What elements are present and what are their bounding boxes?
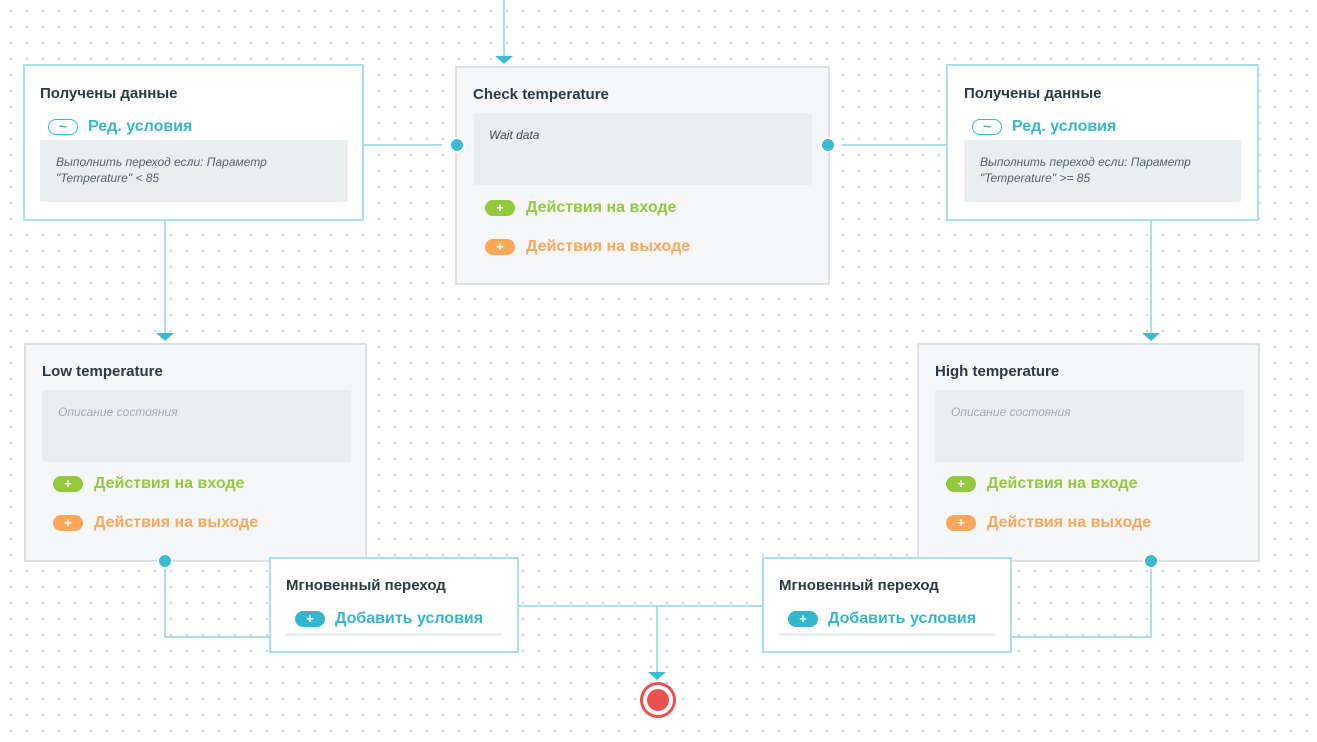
plus-icon[interactable]: + <box>946 515 976 531</box>
condition-area <box>779 633 995 636</box>
transition-title: Мгновенный переход <box>779 577 939 594</box>
edit-conditions-link[interactable]: Ред. условия <box>88 118 193 135</box>
entry-actions-link[interactable]: Действия на входе <box>987 475 1138 492</box>
transition-condition: Выполнить переход если: Параметр "Temper… <box>964 140 1241 202</box>
output-port-right[interactable] <box>820 137 836 153</box>
arrow-into-high <box>1142 333 1160 341</box>
plus-icon[interactable]: + <box>485 200 515 216</box>
state-description[interactable]: Wait data <box>474 113 812 185</box>
add-conditions-link[interactable]: Добавить условия <box>335 610 484 627</box>
edit-conditions-link[interactable]: Ред. условия <box>1012 118 1117 135</box>
transition-left[interactable]: Получены данные ~ Ред. условия Выполнить… <box>23 64 364 221</box>
instant-transition-right[interactable]: Мгновенный переход + Добавить условия <box>762 557 1012 653</box>
exit-actions-link[interactable]: Действия на выходе <box>526 238 691 255</box>
output-port-low[interactable] <box>157 553 173 569</box>
state-description[interactable]: Описание состояния <box>42 390 351 462</box>
tilde-icon[interactable]: ~ <box>972 119 1002 135</box>
transition-condition: Выполнить переход если: Параметр "Temper… <box>40 140 348 202</box>
entry-actions-link[interactable]: Действия на входе <box>94 475 245 492</box>
state-high-temperature[interactable]: High temperature Описание состояния + Де… <box>917 343 1260 562</box>
state-low-temperature[interactable]: Low temperature Описание состояния + Дей… <box>24 343 367 562</box>
add-conditions-link[interactable]: Добавить условия <box>828 610 977 627</box>
exit-actions-link[interactable]: Действия на выходе <box>94 514 259 531</box>
output-port-high[interactable] <box>1143 553 1159 569</box>
plus-icon[interactable]: + <box>295 611 325 627</box>
state-check-temperature[interactable]: Check temperature Wait data + Действия н… <box>455 66 830 285</box>
instant-transition-left[interactable]: Мгновенный переход + Добавить условия <box>269 557 519 653</box>
wire-low-to-instant <box>164 568 270 638</box>
condition-area <box>286 633 502 636</box>
tilde-icon[interactable]: ~ <box>48 119 78 135</box>
final-state-icon[interactable] <box>640 682 676 718</box>
final-state-core <box>647 689 669 711</box>
state-description[interactable]: Описание состояния <box>935 390 1244 462</box>
state-title: High temperature <box>935 363 1060 380</box>
plus-icon[interactable]: + <box>485 239 515 255</box>
transition-title: Получены данные <box>964 85 1102 102</box>
state-title: Low temperature <box>42 363 163 380</box>
wire-high-to-instant <box>1011 568 1152 638</box>
transition-title: Мгновенный переход <box>286 577 446 594</box>
arrow-into-check <box>495 56 513 64</box>
plus-icon[interactable]: + <box>946 476 976 492</box>
plus-icon[interactable]: + <box>53 476 83 492</box>
plus-icon[interactable]: + <box>788 611 818 627</box>
plus-icon[interactable]: + <box>53 515 83 531</box>
arrow-into-low <box>156 333 174 341</box>
entry-actions-link[interactable]: Действия на входе <box>526 199 677 216</box>
transition-title: Получены данные <box>40 85 178 102</box>
exit-actions-link[interactable]: Действия на выходе <box>987 514 1152 531</box>
arrow-into-end <box>648 672 666 680</box>
output-port-left[interactable] <box>449 137 465 153</box>
transition-right[interactable]: Получены данные ~ Ред. условия Выполнить… <box>946 64 1259 221</box>
state-title: Check temperature <box>473 86 609 103</box>
